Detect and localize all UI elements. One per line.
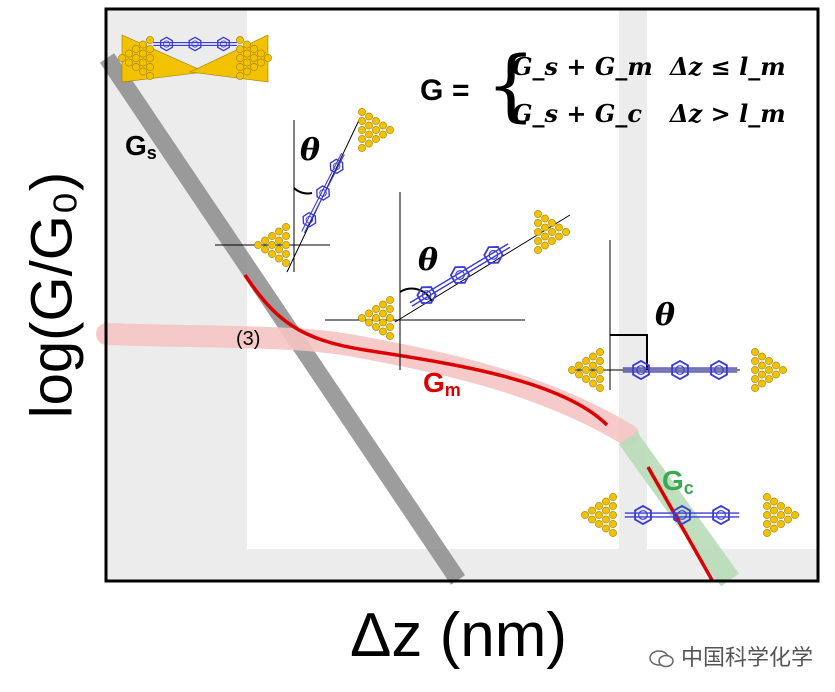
equation-case1-cond: Δz ≤ l_m xyxy=(669,52,786,81)
gs-label: Gs xyxy=(125,130,157,163)
equation-case2-cond: Δz > l_m xyxy=(669,99,786,128)
theta-label-1: θ xyxy=(300,133,320,168)
shade-right xyxy=(619,10,647,580)
junction-tilted-1 xyxy=(215,108,394,273)
watermark-text: 中国科学化学 xyxy=(680,646,813,671)
gc-label: Gc xyxy=(662,465,694,498)
theta-label-3: θ xyxy=(655,298,675,333)
gm-fit-line xyxy=(243,274,609,427)
watermark: 中国科学化学 xyxy=(649,640,813,672)
theta-label-2: θ xyxy=(418,243,438,278)
y-axis-title-text: log(G/G₀) xyxy=(19,171,85,419)
gm-label: Gm xyxy=(423,367,461,400)
equation-brace: { xyxy=(486,41,536,131)
equation-case2-expr: G_s + G_c xyxy=(512,99,642,128)
gm-band xyxy=(96,323,639,446)
y-axis-title: log(G/G₀) xyxy=(12,145,92,445)
wechat-icon xyxy=(649,650,674,668)
marker-3: (3) xyxy=(236,328,260,350)
plot-frame xyxy=(104,7,820,583)
equation-case1-expr: G_s + G_m xyxy=(512,52,653,81)
equation: G = { G_s + G_m Δz ≤ l_m G_s + G_c Δz > … xyxy=(420,41,786,131)
gc-band xyxy=(619,431,739,587)
junction-top-left xyxy=(118,34,272,83)
junction-tilted-2 xyxy=(325,192,571,370)
x-axis-title: Δz (nm) xyxy=(350,601,568,670)
equation-lhs: G xyxy=(420,74,443,107)
equation-equals: = xyxy=(452,74,470,107)
junction-horizontal xyxy=(568,240,787,392)
